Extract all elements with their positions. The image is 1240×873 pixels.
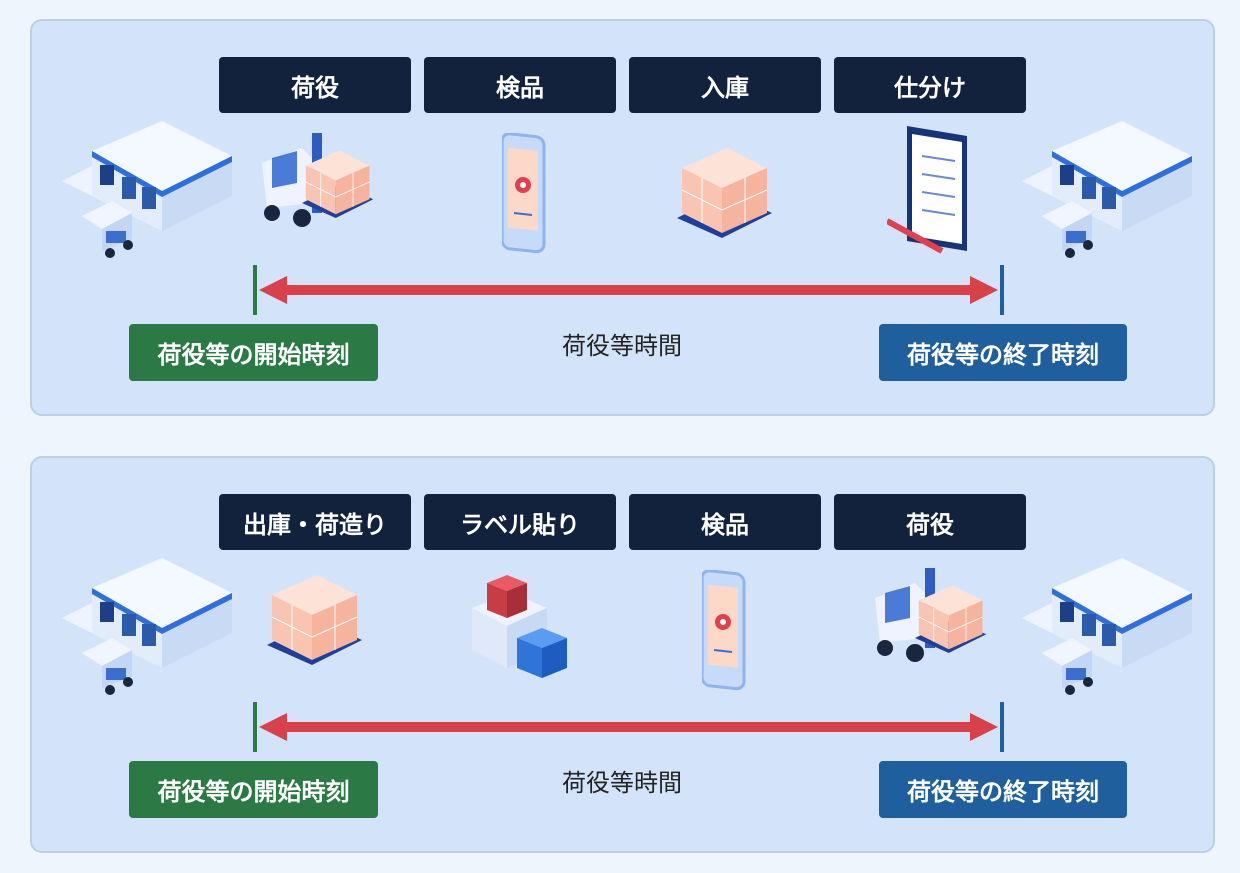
end-marker	[1000, 702, 1004, 752]
end-time-label: 荷役等の終了時刻	[879, 324, 1127, 381]
step-label: 仕分け	[834, 57, 1026, 113]
boxes-pallet-icon	[267, 574, 363, 666]
step-label: ラベル貼り	[424, 494, 616, 550]
process-panel-receiving: 荷役 検品 入庫 仕分け 荷役等の開始時刻 荷役等時間 荷役等の終了時刻	[30, 19, 1215, 416]
end-marker	[1000, 265, 1004, 315]
start-marker	[253, 702, 257, 752]
smartphone-icon	[502, 133, 546, 254]
step-label: 入庫	[629, 57, 821, 113]
step-label: 荷役	[219, 57, 411, 113]
duration-arrow	[253, 265, 1004, 315]
step-label: 検品	[424, 57, 616, 113]
clipboard-icon	[887, 126, 977, 256]
duration-arrow	[253, 702, 1004, 752]
warehouse-truck-icon	[1022, 558, 1192, 695]
end-time-label: 荷役等の終了時刻	[879, 761, 1127, 818]
boxes-pallet-icon	[677, 147, 773, 239]
start-time-label: 荷役等の開始時刻	[129, 761, 378, 818]
warehouse-truck-icon	[62, 121, 232, 258]
step-label: 出庫・荷造り	[219, 494, 411, 550]
step-label: 検品	[629, 494, 821, 550]
warehouse-truck-icon	[1022, 121, 1192, 258]
forklift-icon	[257, 133, 387, 253]
labeled-boxes-icon	[472, 575, 567, 678]
duration-label: 荷役等時間	[562, 332, 682, 360]
forklift-icon	[870, 568, 1000, 688]
warehouse-truck-icon	[62, 558, 232, 695]
start-marker	[253, 265, 257, 315]
duration-label: 荷役等時間	[562, 769, 682, 797]
process-panel-shipping: 出庫・荷造り ラベル貼り 検品 荷役 荷役等の開始時刻 荷役等時間 荷役等の終了…	[30, 456, 1215, 853]
smartphone-icon	[702, 570, 746, 691]
start-time-label: 荷役等の開始時刻	[129, 324, 378, 381]
step-label: 荷役	[834, 494, 1026, 550]
